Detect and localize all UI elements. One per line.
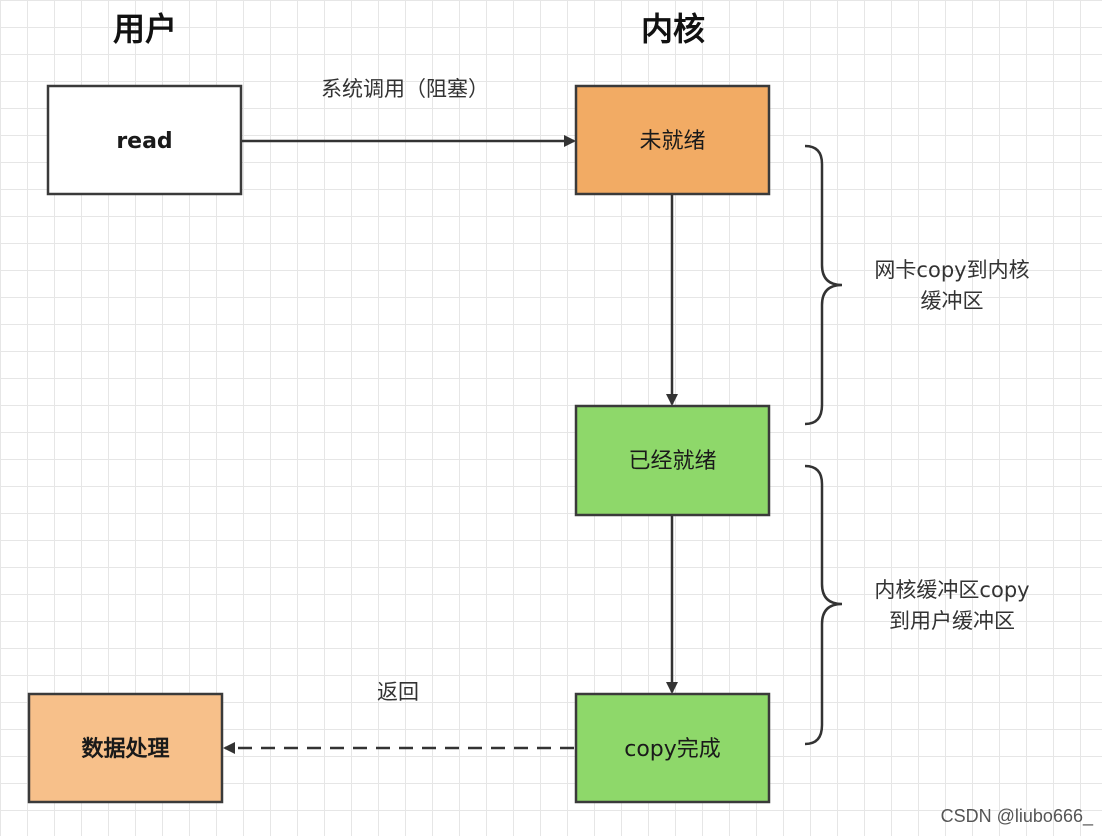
brace-label-nic-copy-line1: 网卡copy到内核 [874,258,1029,282]
edge-label-return: 返回 [377,680,419,704]
node-ready-label: 已经就绪 [628,449,716,474]
node-copy-done: copy完成 [574,692,771,804]
brace-kernel-copy [804,464,843,746]
node-read-box [46,84,243,196]
node-not-ready-box [574,84,771,196]
brace-label-kernel-copy-line2: 到用户缓冲区 [889,609,1015,633]
node-not-ready-label: 未就绪 [639,129,705,154]
column-title-kernel: 内核 [641,10,705,48]
node-copy-done-box [574,692,771,804]
node-read-label: read [116,129,172,154]
node-data-process: 数据处理 [27,692,224,804]
csdn-watermark: CSDN @liubo666_ [941,806,1094,827]
node-ready: 已经就绪 [574,404,771,517]
node-read: read [46,84,243,196]
node-ready-box [574,404,771,517]
node-not-ready: 未就绪 [574,84,771,196]
edge-label-syscall: 系统调用（阻塞） [321,77,489,101]
brace-label-nic-copy-line2: 缓冲区 [921,289,984,313]
brace-nic-copy [804,144,843,426]
column-title-user: 用户 [113,10,177,48]
node-data-process-box [27,692,224,804]
node-data-process-label: 数据处理 [81,736,169,762]
brace-label-kernel-copy-line1: 内核缓冲区copy [874,578,1029,602]
node-copy-done-label: copy完成 [624,737,721,762]
